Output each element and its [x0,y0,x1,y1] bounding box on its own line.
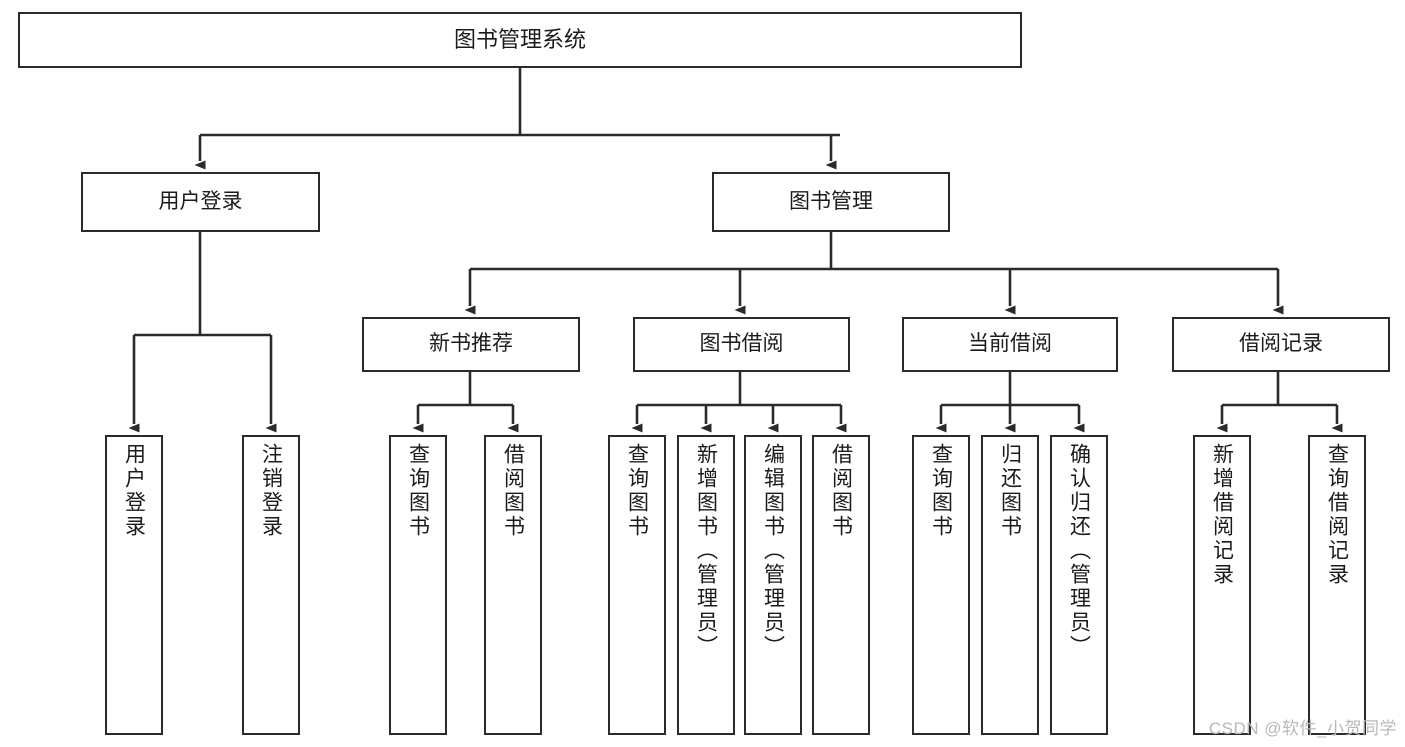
leaf-return-book[interactable]: 归还图书 [981,435,1039,735]
node-label: 编辑图书（管理员） [761,443,785,659]
node-label: 查询图书 [625,443,649,539]
leaf-query-book-recommend[interactable]: 查询图书 [389,435,447,735]
leaf-add-book-admin[interactable]: 新增图书（管理员） [677,435,735,735]
node-label: 查询图书 [929,443,953,539]
node-label: 确认归还（管理员） [1067,443,1091,659]
leaf-edit-book-admin[interactable]: 编辑图书（管理员） [744,435,802,735]
node-label: 借阅图书 [829,443,853,539]
node-label: 图书借阅 [699,332,784,356]
leaf-query-book-current[interactable]: 查询图书 [912,435,970,735]
node-label: 当前借阅 [968,332,1052,356]
node-current-borrow[interactable]: 当前借阅 [902,317,1118,372]
node-label: 借阅记录 [1239,332,1323,356]
node-label: 归还图书 [998,443,1022,539]
node-new-book-recommend[interactable]: 新书推荐 [362,317,580,372]
leaf-borrow-book-recommend[interactable]: 借阅图书 [484,435,542,735]
node-book-management[interactable]: 图书管理 [712,172,950,232]
watermark: CSDN @软件_小贺同学 [1208,719,1397,738]
node-label: 新增图书（管理员） [694,443,718,659]
leaf-borrow-book[interactable]: 借阅图书 [812,435,870,735]
node-book-borrow[interactable]: 图书借阅 [633,317,850,372]
node-borrow-record[interactable]: 借阅记录 [1172,317,1390,372]
node-label: 查询借阅记录 [1325,443,1349,587]
leaf-query-book-borrow[interactable]: 查询图书 [608,435,666,735]
leaf-query-borrow-record[interactable]: 查询借阅记录 [1308,435,1366,735]
leaf-confirm-return-admin[interactable]: 确认归还（管理员） [1050,435,1108,735]
node-label: 用户登录 [122,443,146,539]
node-label: 新书推荐 [429,332,513,356]
node-label: 用户登录 [158,189,243,213]
node-root-system[interactable]: 图书管理系统 [18,12,1022,68]
node-label: 借阅图书 [501,443,525,539]
node-label: 图书管理 [789,189,873,213]
leaf-user-login[interactable]: 用户登录 [105,435,163,735]
node-label: 新增借阅记录 [1210,443,1234,587]
node-user-login[interactable]: 用户登录 [81,172,320,232]
node-label: 注销登录 [259,443,283,539]
leaf-add-borrow-record[interactable]: 新增借阅记录 [1193,435,1251,735]
node-label: 查询图书 [406,443,430,539]
node-label: 图书管理系统 [453,27,586,53]
leaf-logout-login[interactable]: 注销登录 [242,435,300,735]
